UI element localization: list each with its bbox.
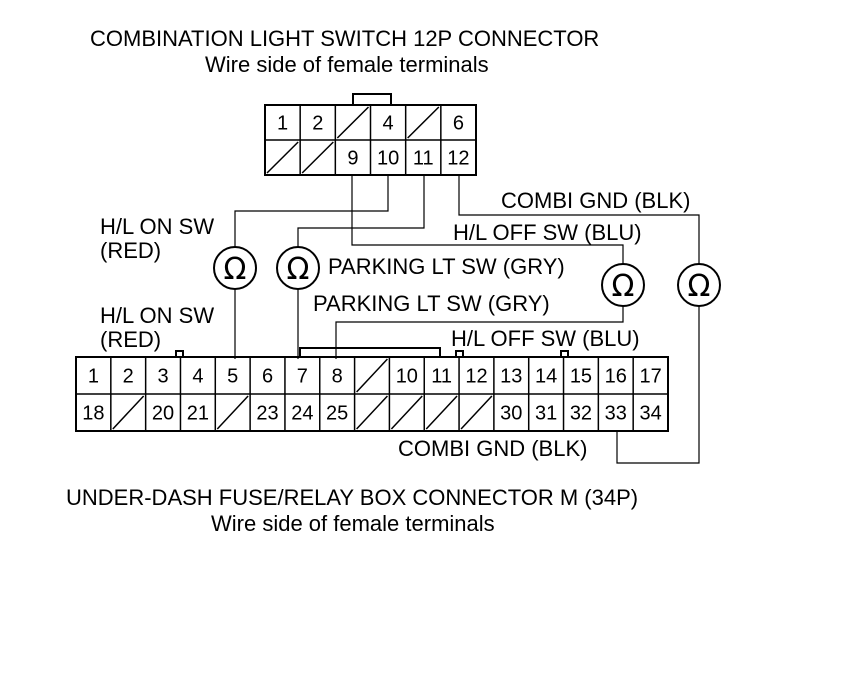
top-connector-title: COMBINATION LIGHT SWITCH 12P CONNECTOR xyxy=(90,26,599,51)
bottom-connector-pin-label: 12 xyxy=(465,366,487,388)
bottom-connector-pin-label: 10 xyxy=(396,366,418,388)
wire-ohm4-to-bottom33 xyxy=(616,306,700,464)
bottom-connector-pin-label: 6 xyxy=(262,366,273,388)
ohm-icon: Ω xyxy=(612,269,635,304)
ohmmeter-2: Ω xyxy=(276,246,320,290)
ohmmeter-4: Ω xyxy=(677,263,721,307)
top-connector-unused-cavity xyxy=(301,141,334,174)
top-connector-unused-cavity xyxy=(336,106,370,139)
bottom-connector-pin-label: 13 xyxy=(500,366,522,388)
bottom-connector-pin-label: 5 xyxy=(227,366,238,388)
bottom-connector-pin-label: 15 xyxy=(570,366,592,388)
wire-top11-to-ohm2 xyxy=(297,175,425,247)
ohmmeter-1: Ω xyxy=(213,246,257,290)
label-red-1: (RED) xyxy=(100,238,161,263)
bottom-connector-subtitle: Wire side of female terminals xyxy=(211,511,495,536)
ohmmeter-3-circle xyxy=(601,263,645,307)
ohm-icon: Ω xyxy=(224,252,247,287)
ohm-icon: Ω xyxy=(287,252,310,287)
top-connector-pin-label: 11 xyxy=(413,148,434,170)
label-hl-on-sw-2: H/L ON SW xyxy=(100,303,214,328)
bottom-connector-unused-cavity xyxy=(460,395,493,430)
label-red-2: (RED) xyxy=(100,327,161,352)
bottom-connector-tab-mid xyxy=(455,350,464,358)
bottom-connector-title: UNDER-DASH FUSE/RELAY BOX CONNECTOR M (3… xyxy=(66,485,638,510)
ohm-icon: Ω xyxy=(688,269,711,304)
bottom-connector-tab-right xyxy=(560,350,569,358)
bottom-connector-unused-cavity xyxy=(112,395,145,430)
label-hl-on-sw-1: H/L ON SW xyxy=(100,214,214,239)
top-connector-pin-label: 1 xyxy=(277,113,288,135)
ohmmeter-1-circle xyxy=(213,246,257,290)
bottom-connector-pin-label: 8 xyxy=(332,366,343,388)
bottom-connector-pin-label: 21 xyxy=(187,403,209,425)
bottom-connector-pin-label: 3 xyxy=(157,366,168,388)
top-connector-subtitle: Wire side of female terminals xyxy=(205,52,489,77)
label-parking-lt-sw-1: PARKING LT SW (GRY) xyxy=(328,254,565,279)
top-connector-pin-label: 4 xyxy=(383,113,394,135)
bottom-connector-pin-label: 31 xyxy=(535,403,557,425)
wiring xyxy=(234,175,700,464)
bottom-connector-pin-label: 17 xyxy=(639,366,661,388)
ohmmeter-4-circle xyxy=(677,263,721,307)
top-connector-pin-label: 6 xyxy=(453,113,464,135)
bottom-connector-pin-label: 25 xyxy=(326,403,348,425)
bottom-connector-pin-label: 30 xyxy=(500,403,522,425)
top-connector-pin-label: 12 xyxy=(447,148,469,170)
ohmmeter-3: Ω xyxy=(601,263,645,307)
bottom-connector-pin-label: 18 xyxy=(82,403,104,425)
bottom-connector-pin-label: 4 xyxy=(192,366,203,388)
bottom-connector-pin-label: 24 xyxy=(291,403,313,425)
wire-ohm3-to-bottom8 xyxy=(335,306,624,359)
bottom-connector-key xyxy=(299,347,441,357)
bottom-connector-pin-label: 16 xyxy=(605,366,627,388)
label-parking-lt-sw-2: PARKING LT SW (GRY) xyxy=(313,291,550,316)
top-connector-pin-label: 9 xyxy=(347,148,358,170)
ohmmeter-2-circle xyxy=(276,246,320,290)
top-connector-pin-label: 10 xyxy=(377,148,399,170)
label-combi-gnd-2: COMBI GND (BLK) xyxy=(398,436,587,461)
bottom-connector-pin-label: 14 xyxy=(535,366,557,388)
bottom-connector-pin-label: 1 xyxy=(88,366,99,388)
wire-top12-to-ohm4 xyxy=(458,175,700,264)
top-connector-pin-label: 2 xyxy=(312,113,323,135)
bottom-connector-pin-label: 23 xyxy=(256,403,278,425)
label-hl-off-sw-1: H/L OFF SW (BLU) xyxy=(453,220,642,245)
bottom-connector-unused-cavity xyxy=(425,395,458,430)
top-connector-unused-cavity xyxy=(266,141,299,174)
label-hl-off-sw-2: H/L OFF SW (BLU) xyxy=(451,326,640,351)
bottom-connector-unused-cavity xyxy=(216,395,249,430)
bottom-connector-pin-label: 34 xyxy=(639,403,661,425)
label-combi-gnd-1: COMBI GND (BLK) xyxy=(501,188,690,213)
bottom-connector-pin-label: 7 xyxy=(297,366,308,388)
bottom-connector-pin-label: 32 xyxy=(570,403,592,425)
wire-top10-to-ohm1 xyxy=(234,175,389,247)
bottom-connector-unused-cavity xyxy=(390,395,423,430)
top-connector-latch xyxy=(352,93,392,106)
bottom-connector-pin-label: 2 xyxy=(123,366,134,388)
bottom-connector-pin-label: 33 xyxy=(605,403,627,425)
bottom-connector-unused-cavity xyxy=(356,358,388,393)
bottom-connector-tab-left xyxy=(175,350,184,358)
top-connector-unused-cavity xyxy=(407,106,440,139)
bottom-connector-pin-label: 11 xyxy=(431,366,452,388)
wire-top9-to-ohm3 xyxy=(351,175,624,264)
bottom-connector-unused-cavity xyxy=(356,395,388,430)
bottom-connector-pin-label: 20 xyxy=(152,403,174,425)
